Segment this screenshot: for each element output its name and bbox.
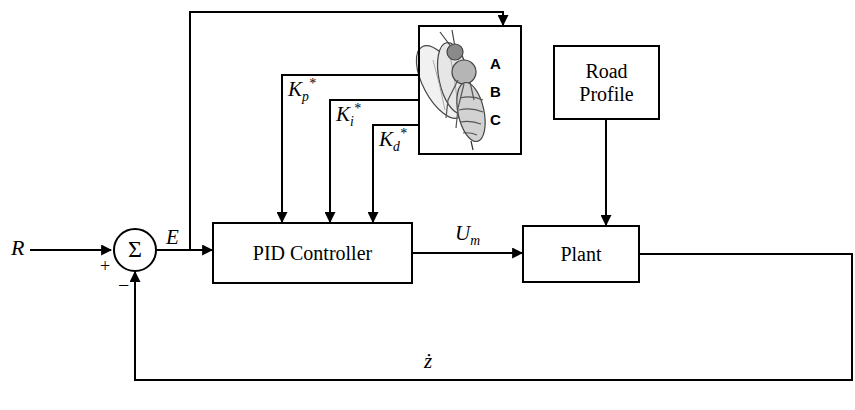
- signal-connector: [282, 75, 418, 222]
- signal-connector: [373, 125, 418, 222]
- signal-label: Ki*: [335, 103, 362, 126]
- superscript: *: [354, 101, 361, 116]
- signal-connector: [413, 252, 522, 254]
- plant-box: Plant: [522, 225, 640, 283]
- optimizer-box: ABC: [418, 25, 522, 155]
- signal-connector: [605, 120, 607, 225]
- signal-label: ż: [423, 350, 433, 373]
- disturbance-box: Road Profile: [553, 45, 660, 120]
- signal-connector: [330, 100, 418, 222]
- subscript: d: [393, 139, 400, 154]
- box-label: Plant: [560, 243, 601, 266]
- signal-label: Kd*: [378, 128, 408, 151]
- signal-connector: [157, 12, 503, 250]
- subscript: m: [470, 233, 480, 248]
- signal-connector: [135, 254, 852, 380]
- signal-label: E: [165, 226, 180, 249]
- option-letter: B: [490, 83, 501, 100]
- box-label: Σ: [128, 236, 142, 264]
- option-letter: A: [490, 55, 501, 72]
- sign-mark: −: [117, 274, 130, 296]
- superscript: *: [400, 126, 407, 141]
- box-label: PID Controller: [253, 242, 372, 265]
- option-letter: C: [490, 111, 501, 128]
- signal-label: Kp*: [287, 78, 317, 101]
- signal-name: R: [10, 236, 25, 260]
- signal-label: Um: [454, 222, 481, 245]
- superscript: *: [309, 76, 316, 91]
- summing-junction: Σ: [113, 228, 157, 272]
- subscript: i: [350, 114, 354, 129]
- subscript: p: [302, 89, 309, 104]
- controller-box: PID Controller: [212, 222, 413, 284]
- box-label: Road Profile: [561, 60, 652, 106]
- input-wire: [30, 249, 111, 251]
- sign-mark: +: [99, 257, 111, 277]
